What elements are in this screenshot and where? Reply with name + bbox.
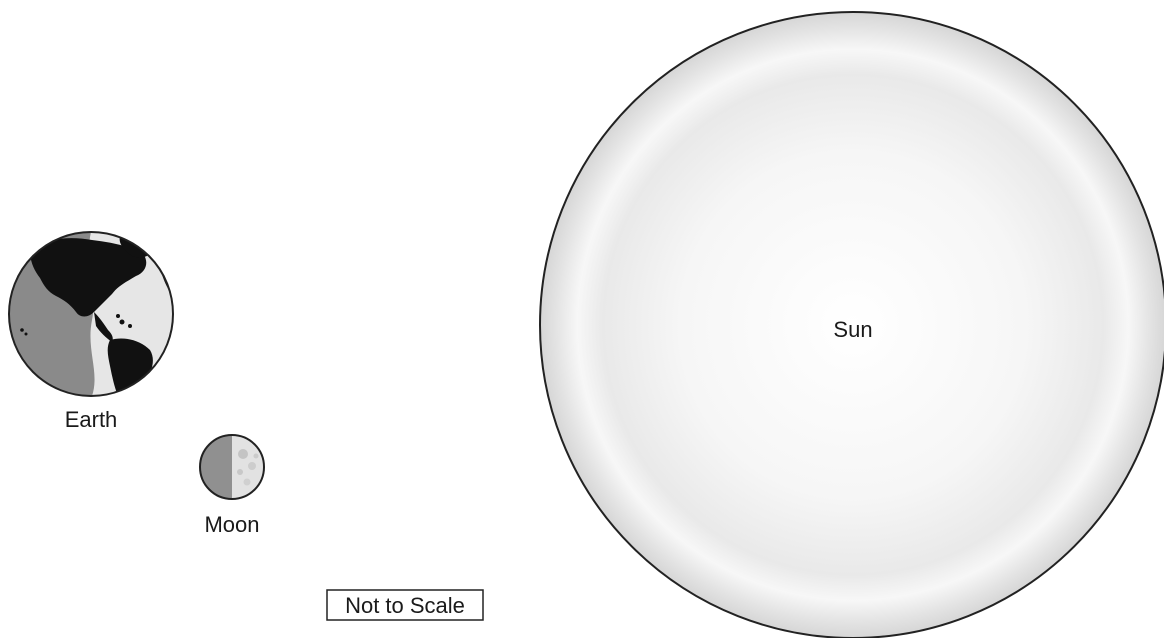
sun-label: Sun [833,317,872,342]
sun: Sun [540,12,1164,638]
earth-label: Earth [65,407,118,432]
scale-note: Not to Scale [327,590,483,620]
moon: Moon [200,435,264,537]
scale-note-text: Not to Scale [345,593,465,618]
moon-label: Moon [204,512,259,537]
earth: Earth [9,232,173,432]
